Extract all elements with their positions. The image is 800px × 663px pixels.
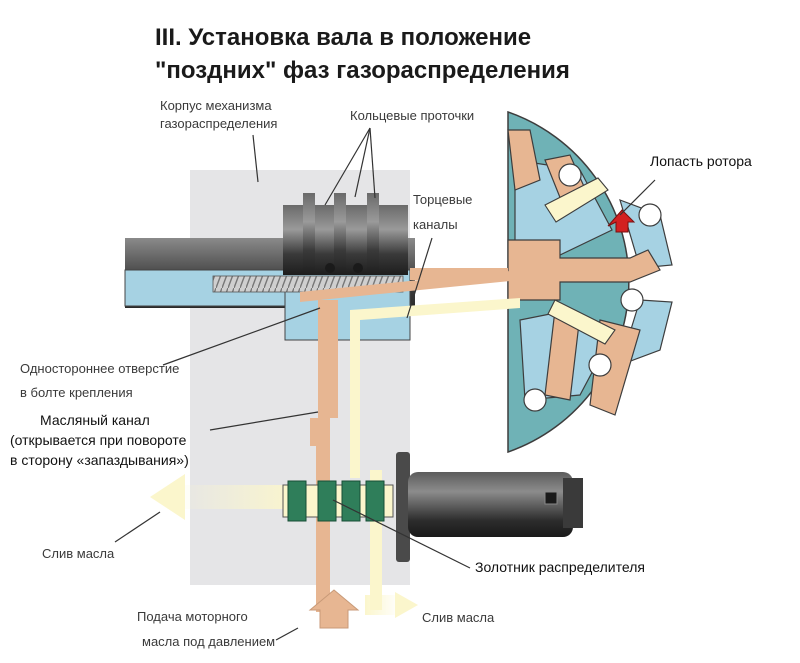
solenoid-actuator <box>396 452 583 562</box>
label-end-channels-line1: Торцевые <box>413 192 472 207</box>
right-arrow-icon <box>395 592 418 618</box>
spool-valve <box>282 480 394 522</box>
label-one-way-line2: в болте крепления <box>20 385 133 400</box>
label-rotor-vane: Лопасть ротора <box>650 153 752 169</box>
rotation-arrow-icon <box>607 209 636 233</box>
up-arrow-icon <box>308 589 360 629</box>
label-end-channels-line2: каналы <box>413 217 458 232</box>
rotor-phaser <box>507 110 673 454</box>
label-oil-channel-line1: Масляный канал <box>40 412 150 428</box>
ring-grooves <box>283 193 408 275</box>
label-spool: Золотник распределителя <box>475 559 645 575</box>
label-ring-grooves: Кольцевые проточки <box>350 108 474 123</box>
diagram-title-line2: "поздних" фаз газораспределения <box>155 57 570 84</box>
label-supply-line2: масла под давлением <box>142 634 275 649</box>
pressure-oil-channel <box>310 300 338 612</box>
label-one-way-line1: Одностороннее отверстие <box>20 361 179 376</box>
label-oil-drain-left: Слив масла <box>42 546 115 561</box>
label-supply-line1: Подача моторного <box>137 609 248 624</box>
diagram-title-line1: III. Установка вала в положение <box>155 24 531 51</box>
drain-oil-channel <box>350 298 520 478</box>
label-housing-line1: Корпус механизма <box>160 98 272 113</box>
label-oil-drain-right: Слив масла <box>422 610 495 625</box>
label-oil-channel-line3: в сторону «запаздывания») <box>10 452 189 468</box>
label-housing-line2: газораспределения <box>160 116 277 131</box>
left-arrow-icon <box>150 474 185 520</box>
label-oil-channel-line2: (открывается при повороте <box>10 432 187 448</box>
